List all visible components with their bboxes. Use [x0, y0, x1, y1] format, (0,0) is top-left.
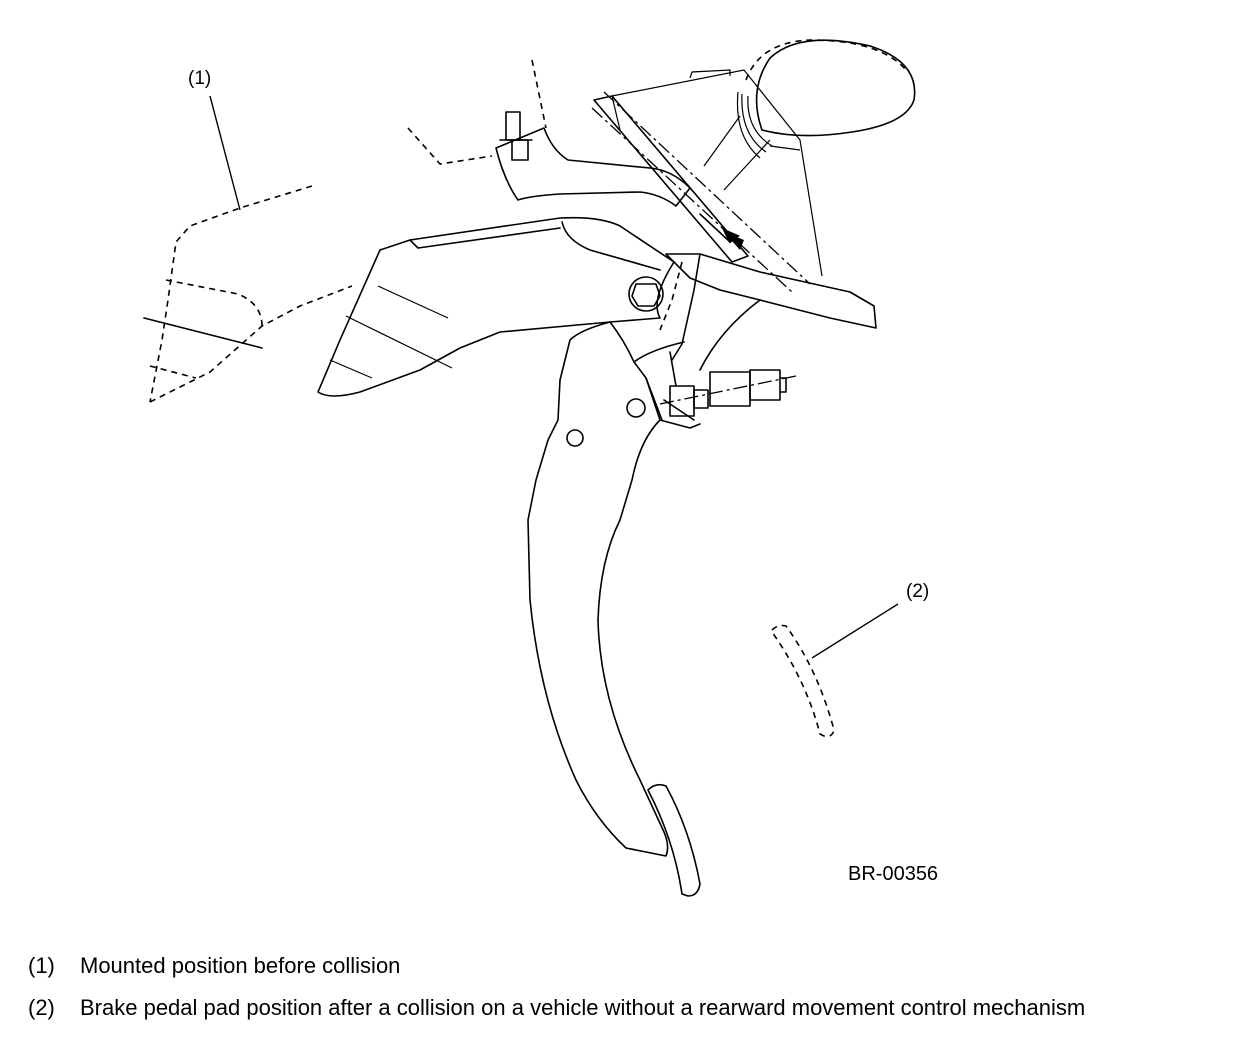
mounted-position-outline: [143, 185, 353, 403]
support-bracket: [659, 253, 877, 371]
pedal-pad: [647, 783, 701, 897]
legend-text: Mounted position before collision: [80, 953, 401, 978]
callout-2-leader: [811, 603, 899, 659]
pedal-bracket: [317, 216, 675, 397]
callout-1-label: (1): [188, 68, 211, 89]
pivot-bolt: [628, 276, 664, 312]
stop-light-switch: [659, 351, 797, 429]
legend-number: (1): [28, 953, 55, 978]
callout-1-leader: [209, 95, 241, 211]
pedal-pad-after-collision: [771, 624, 835, 738]
legend-number: (2): [28, 995, 55, 1020]
callout-2-label: (2): [906, 581, 929, 602]
legend-text: Brake pedal pad position after a collisi…: [80, 995, 1086, 1020]
brake-pedal-arm: [527, 321, 685, 857]
brake-booster: [736, 39, 916, 159]
figure-id: BR-00356: [848, 863, 938, 885]
dash-panel-outline: [407, 59, 547, 165]
legend-item-2: (2) Brake pedal pad position after a coll…: [28, 995, 1085, 1021]
upper-bracket: [495, 111, 691, 207]
booster-bracket: [591, 69, 823, 293]
brake-pedal-diagram: (1) (2) BR-00356: [143, 39, 938, 897]
legend-item-1: (1) Mounted position before collision: [28, 953, 400, 979]
